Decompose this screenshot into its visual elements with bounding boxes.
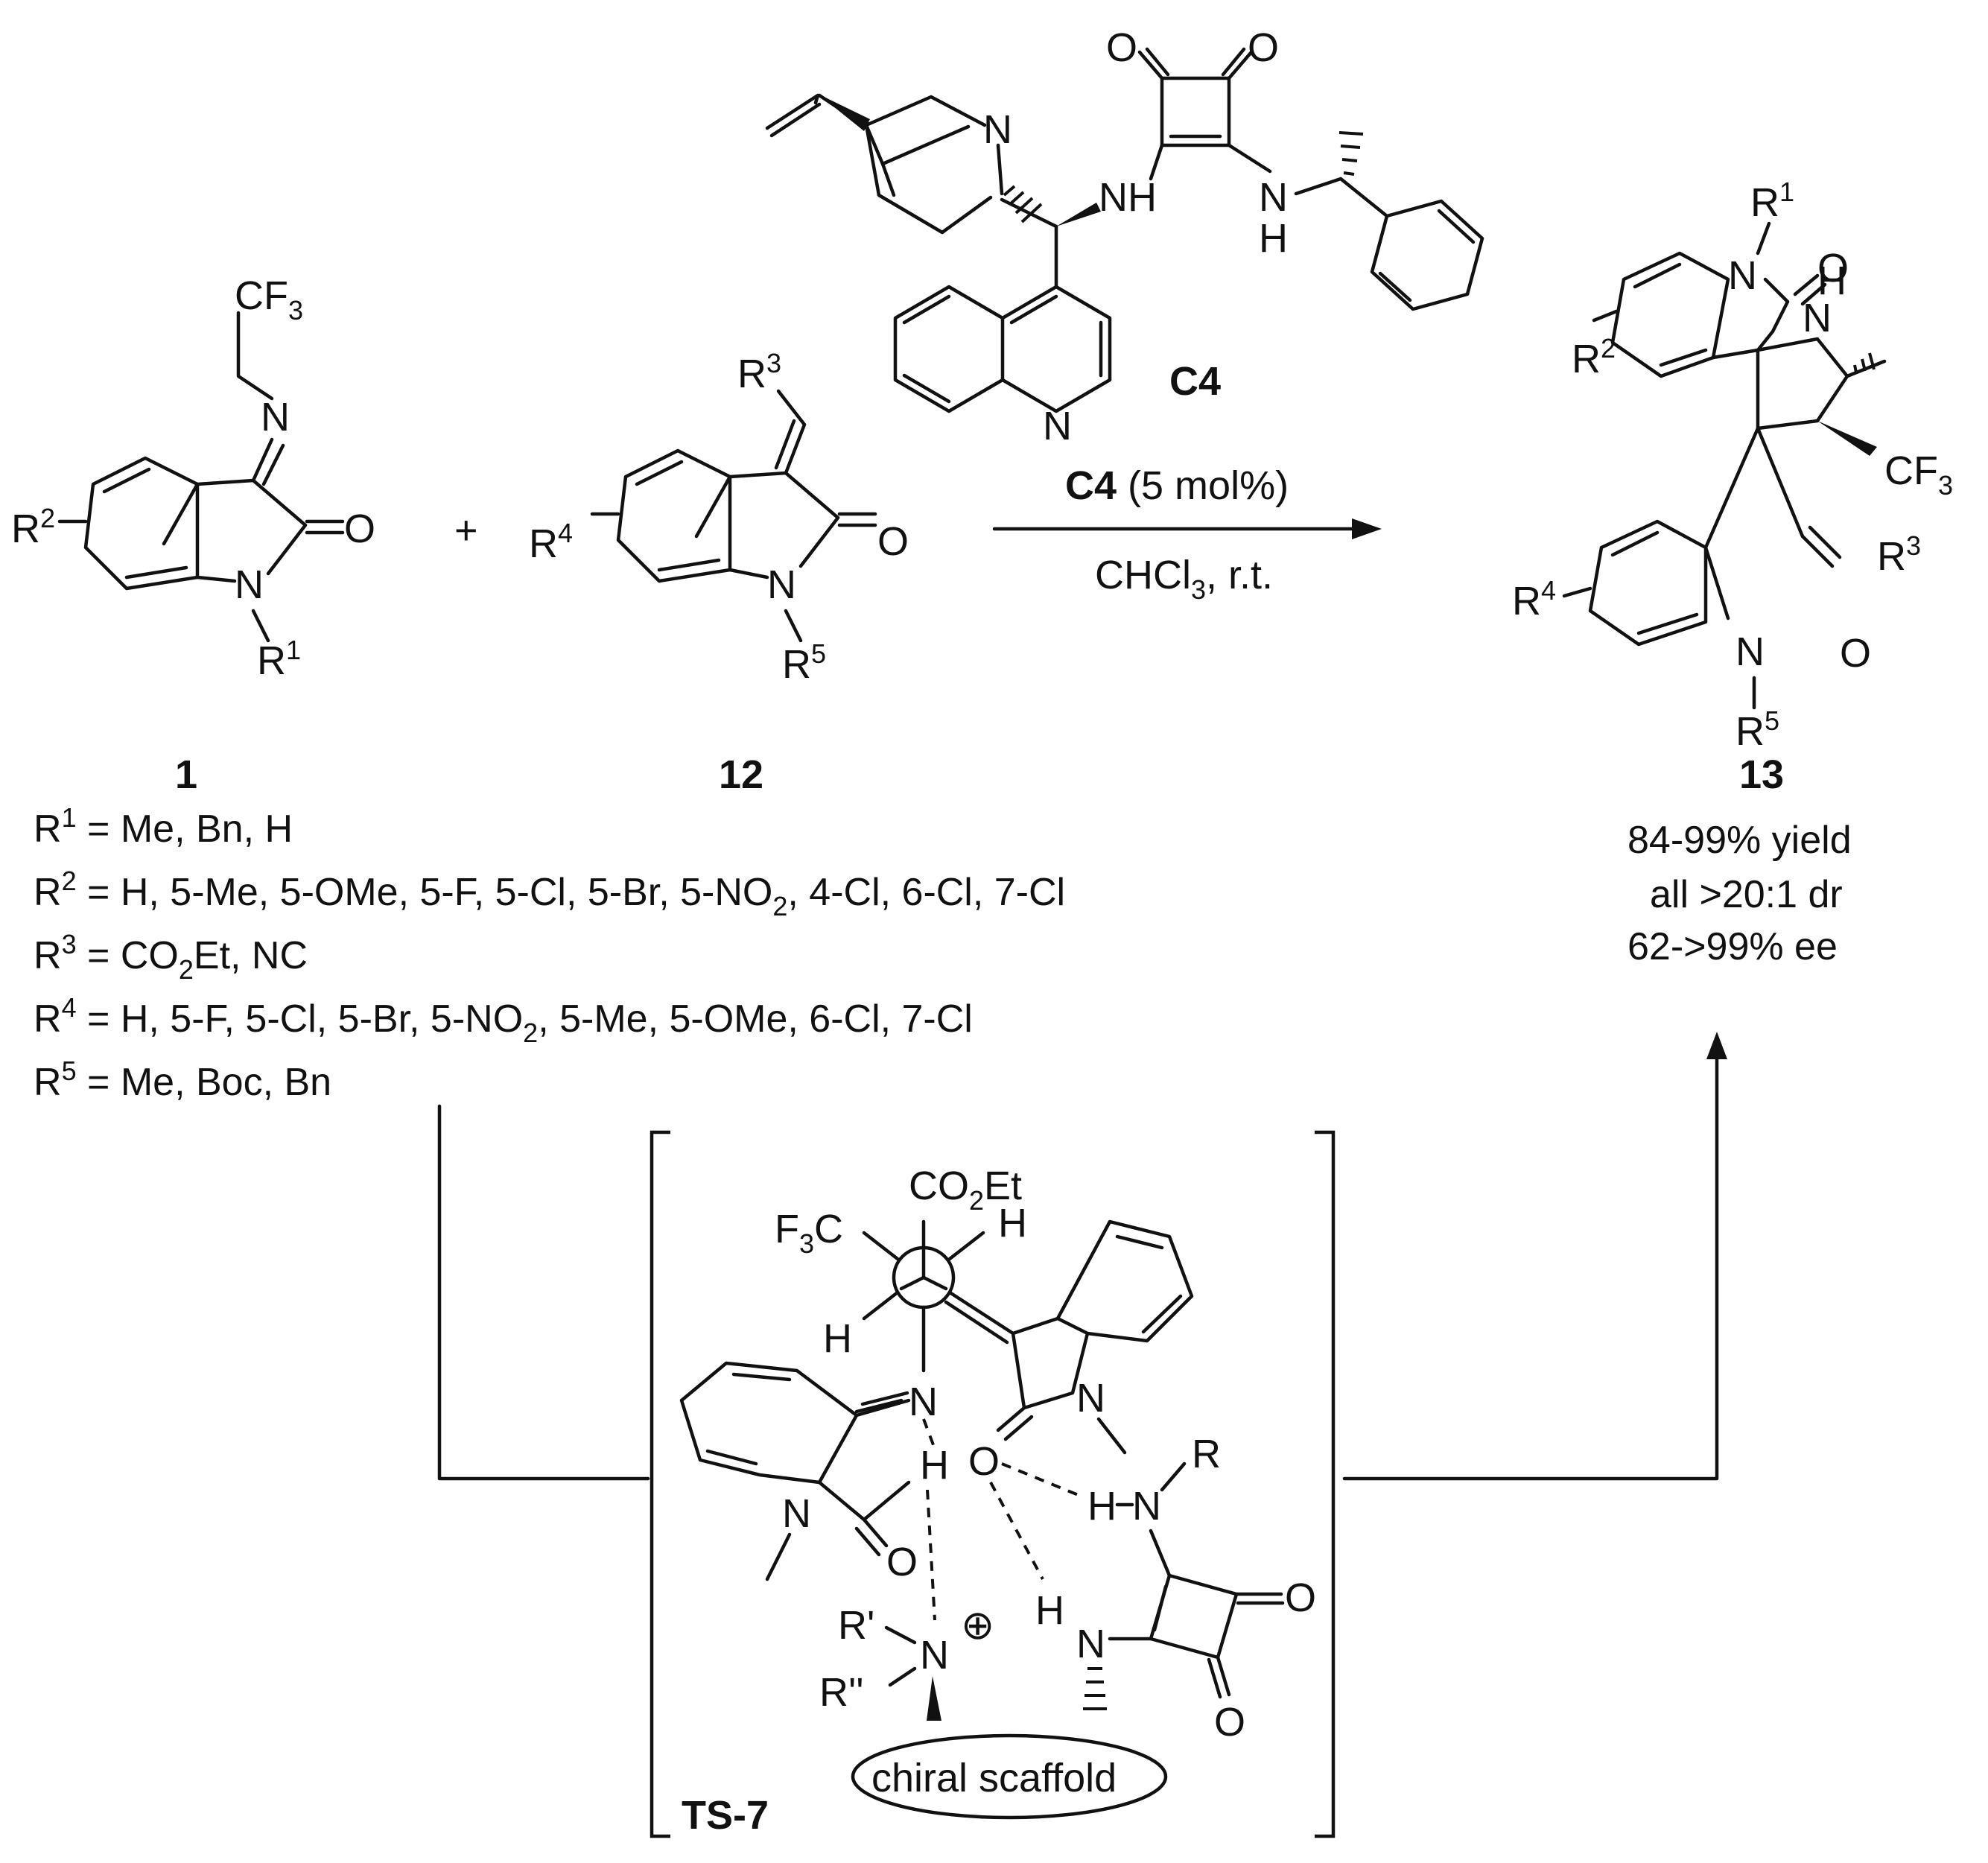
ts-oxindole-n-label: N (1076, 1376, 1105, 1421)
product-o1-label: O (1817, 246, 1849, 291)
product-o2-label: O (1840, 631, 1871, 676)
quinuclidine-n-label: N (983, 107, 1012, 152)
compound-1-label: 1 (175, 752, 197, 797)
ts-hashed-bond-right (1083, 1667, 1107, 1710)
dr-text: all >20:1 dr (1650, 873, 1843, 916)
ts-connector (437, 1032, 1727, 1481)
newman-h-bottom: H (823, 1316, 852, 1361)
right-bracket (1315, 1130, 1336, 1838)
ts-left-n-label: N (782, 1491, 811, 1536)
ts-left-o-label: O (886, 1540, 918, 1584)
squaramide-r-label: R (1192, 1432, 1221, 1476)
cf3-hashed-bond (1853, 352, 1876, 373)
solvent-conditions: CHCl3, r.t. (1095, 553, 1273, 605)
substituent-r4: R4 = H, 5-F, 5-Cl, 5-Br, 5-NO2, 5-Me, 5-… (34, 992, 973, 1048)
oxindole-12-structure: R3 O N R4 R5 12 (529, 348, 909, 797)
yield-text: 84-99% yield (1627, 819, 1852, 862)
ee-text: 62->99% ee (1627, 925, 1838, 968)
chiral-scaffold-ellipse (851, 1733, 1168, 1820)
r5-label: R5 (782, 638, 826, 687)
product-cf3-label: CF3 (1884, 448, 1953, 501)
product-13-structure: R1 N O N H R2 CF3 R3 O N R4 (1512, 177, 1953, 797)
product-h-label: H (1817, 258, 1846, 303)
product-r4-label: R4 (1512, 575, 1556, 623)
chiral-scaffold-label: chiral scaffold (871, 1756, 1117, 1800)
product-r5-label: R5 (1735, 705, 1779, 754)
oxindole-n-label: N (235, 562, 264, 607)
substituent-list: R1 = Me, Bn, H R2 = H, 5-Me, 5-OMe, 5-F,… (34, 802, 1065, 1104)
ts-label: TS-7 (682, 1793, 769, 1838)
compound-12-label: 12 (719, 752, 763, 797)
squaramide-h1-label: H (1087, 1484, 1117, 1529)
plus-sign: + (454, 508, 478, 553)
ts-imine-n-label: N (909, 1380, 938, 1424)
product-r2-label: R2 (1572, 333, 1616, 381)
f3c-label: F3C (775, 1207, 843, 1259)
oxindole-n-label-12: N (767, 562, 796, 607)
squaramide-o-left: O (1106, 25, 1137, 70)
squaramide-o1-label: O (1285, 1575, 1316, 1620)
r1-label: R1 (257, 635, 301, 683)
squaramide-o-right: O (1248, 25, 1279, 70)
methyl-hashed-bond (1338, 131, 1364, 176)
product-r1-label: R1 (1750, 177, 1794, 225)
r-double-prime-label: R'' (819, 1670, 864, 1715)
product-n2-label: N (1735, 629, 1765, 674)
squaramide-o2-label: O (1214, 1700, 1245, 1745)
catalyst-conditions: C4 (5 mol%) (1065, 463, 1289, 508)
ts-o-label: O (968, 1439, 1000, 1484)
product-nh-label: N (1803, 296, 1832, 340)
co2et-label: CO2Et (909, 1164, 1022, 1216)
reaction-arrow: C4 (5 mol%) CHCl3, r.t. (992, 463, 1382, 605)
product-r3-label: R3 (1877, 530, 1921, 579)
cf3-label: CF3 (235, 273, 303, 326)
ammonium-n-label: N (920, 1633, 949, 1678)
transition-state-ts7: CO2Et F3C H H N N N O H O H (650, 1130, 1336, 1838)
substituent-r1: R1 = Me, Bn, H (34, 802, 293, 851)
carbonyl-o-label: O (344, 507, 375, 551)
catalyst-c4-structure: N NH N O O N H (765, 25, 1484, 448)
r3-label: R3 (737, 348, 781, 396)
left-bracket (650, 1130, 670, 1838)
imine-1-structure: CF3 N O N R2 R1 1 (11, 273, 375, 797)
amine-nh-label: NH (1099, 175, 1157, 220)
substituent-r2: R2 = H, 5-Me, 5-OMe, 5-F, 5-Cl, 5-Br, 5-… (34, 866, 1065, 921)
quinoline-n-label: N (1043, 404, 1072, 448)
squaramide-h-label: H (1259, 216, 1288, 261)
squaramide-n2-label: N (1076, 1622, 1105, 1666)
nh-h-label: H (920, 1443, 949, 1488)
r2-label: R2 (11, 503, 55, 551)
compound-13-label: 13 (1739, 752, 1784, 797)
substituent-r3: R3 = CO2Et, NC (34, 929, 308, 985)
product-n1-label: N (1728, 253, 1757, 298)
r-prime-label: R' (838, 1603, 874, 1648)
substituent-r5: R5 = Me, Boc, Bn (34, 1056, 331, 1104)
squaramide-n1-label: N (1132, 1484, 1161, 1529)
catalyst-label: C4 (1169, 359, 1221, 404)
results-block: 84-99% yield all >20:1 dr 62->99% ee (1627, 819, 1852, 968)
squaramide-h2-label: H (1035, 1588, 1064, 1633)
squaramide-n-label: N (1259, 175, 1288, 220)
imine-n-label: N (261, 395, 290, 439)
ammonium-charge: ⊕ (961, 1603, 994, 1648)
carbonyl-o-label-12: O (877, 519, 909, 564)
r4-label: R4 (529, 518, 573, 566)
newman-h-top: H (998, 1201, 1027, 1245)
